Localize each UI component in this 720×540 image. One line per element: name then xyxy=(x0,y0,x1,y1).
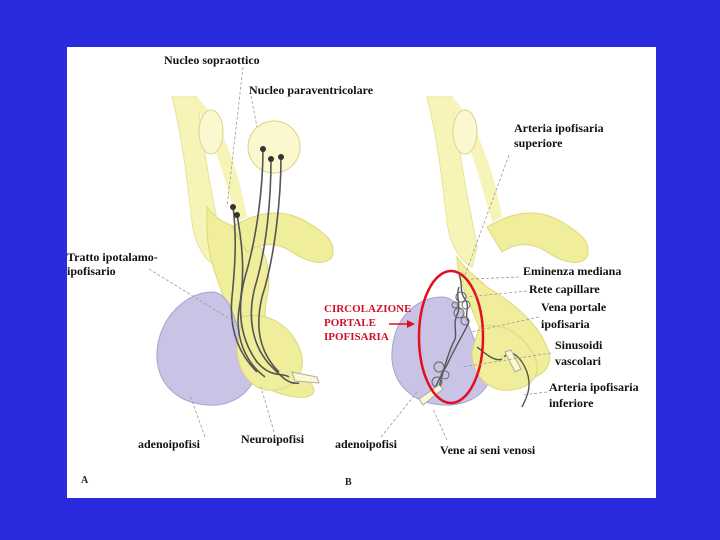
capillary-coils-b xyxy=(431,291,471,388)
label-vena-portale-line2: ipofisaria xyxy=(541,317,590,331)
panel-letter-a: A xyxy=(81,475,89,486)
callout-line2: PORTALE xyxy=(324,317,376,329)
label-rete-capillare: Rete capillare xyxy=(529,282,600,296)
callout-arrow xyxy=(389,320,415,328)
label-arteria-superiore-line1: Arteria ipofisaria xyxy=(514,121,604,135)
label-vena-portale-line1: Vena portale xyxy=(541,300,607,314)
hypothalamus-left-wall-b xyxy=(426,96,478,268)
nucleus-paraventricular-a xyxy=(247,120,301,174)
label-nucleo-paraventricolare: Nucleo paraventricolare xyxy=(249,83,374,97)
portal-circulation-highlight xyxy=(417,269,485,405)
nucleus-small-a xyxy=(198,109,224,155)
diagram-artwork xyxy=(148,66,589,441)
label-nucleo-sopraottico: Nucleo sopraottico xyxy=(164,53,260,67)
label-neuroipofisi: Neuroipofisi xyxy=(241,432,305,446)
label-sinusoidi-line1: Sinusoidi xyxy=(555,338,603,352)
label-tratto-ipotalamo-line2: ipofisario xyxy=(67,264,116,278)
label-adenoipofisi-a: adenoipofisi xyxy=(138,437,201,451)
neuron-bodies-a xyxy=(230,146,284,218)
label-tratto-ipotalamo-line1: Tratto ipotalamo- xyxy=(67,250,158,264)
leader-lines-b xyxy=(380,154,552,441)
label-arteria-superiore-line2: superiore xyxy=(514,136,563,150)
callout-line3: IPOFISARIA xyxy=(324,331,389,343)
optic-nerve-b xyxy=(486,212,589,263)
label-arteria-inferiore-line2: inferiore xyxy=(549,396,594,410)
axon-tracts-a xyxy=(230,148,300,385)
slide-canvas: Nucleo sopraottico Nucleo paraventricola… xyxy=(67,47,656,498)
leader-lines-a xyxy=(148,66,275,438)
nucleus-b xyxy=(452,109,478,155)
panel-b-drawing xyxy=(380,96,589,441)
panel-letter-b: B xyxy=(345,477,352,488)
label-sinusoidi-line2: vascolari xyxy=(555,354,601,368)
label-adenoipofisi-b: adenoipofisi xyxy=(335,437,398,451)
label-vene-seni-venosi: Vene ai seni venosi xyxy=(440,443,536,457)
stalk-stub-b xyxy=(504,349,522,373)
stalk-stub-a xyxy=(291,371,320,384)
label-arteria-inferiore-line1: Arteria ipofisaria xyxy=(549,380,639,394)
callout-line1: CIRCOLAZIONE xyxy=(324,303,412,315)
panel-a-drawing xyxy=(148,66,334,438)
label-eminenza-mediana: Eminenza mediana xyxy=(523,264,622,278)
